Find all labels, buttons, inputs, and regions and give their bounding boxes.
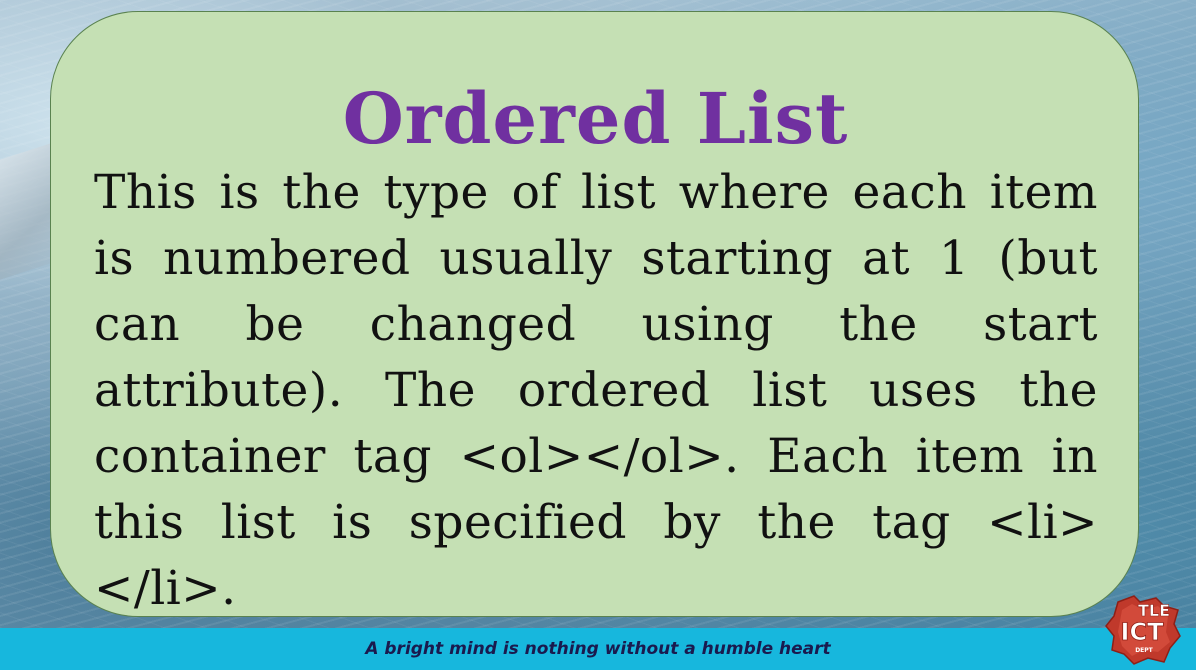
slide-body-text: This is the type of list where each item… xyxy=(94,165,1098,616)
footer-bar xyxy=(0,628,1196,670)
content-card: Ordered List This is the type of list wh… xyxy=(50,11,1139,617)
logo-dept-text: DEPT xyxy=(1135,647,1153,654)
tle-ict-logo-icon: TLE ICT DEPT xyxy=(1105,595,1181,665)
logo-tle-text: TLE xyxy=(1138,601,1170,620)
slide-title: Ordered List xyxy=(342,77,849,160)
footer-tagline: A bright mind is nothing without a humbl… xyxy=(365,639,831,659)
logo-ict-text: ICT xyxy=(1121,618,1165,646)
